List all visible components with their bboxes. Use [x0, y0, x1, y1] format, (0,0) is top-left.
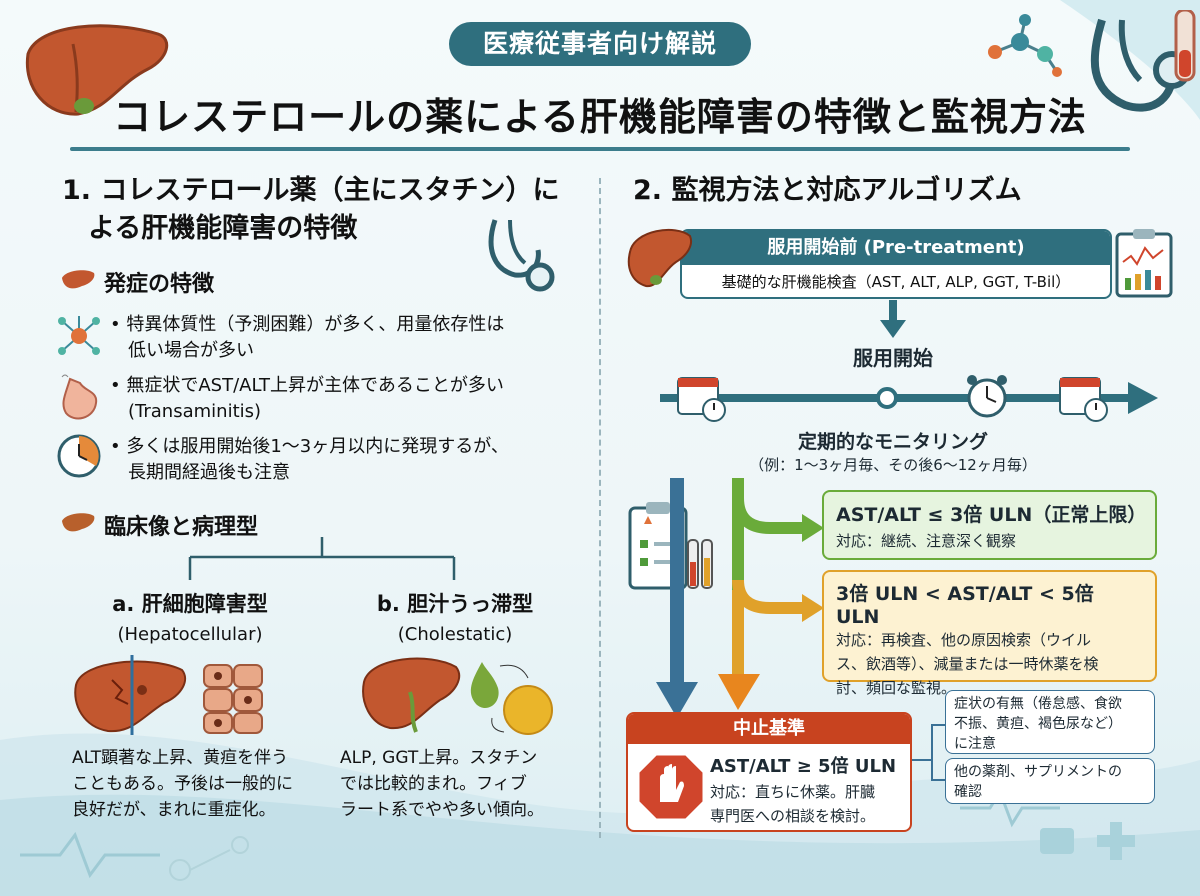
side-note-1-line3: に注意 [954, 736, 996, 752]
type-a-title: a. 肝細胞障害型 [112, 592, 268, 616]
pre-treatment-box: 服用開始前 (Pre-treatment) 基礎的な肝機能検査（AST, ALT… [680, 229, 1112, 299]
title-underline [70, 147, 1130, 151]
green-box-title: AST/ALT ≤ 3倍 ULN（正常上限） [836, 504, 1147, 526]
bullet-3: • 多くは服用開始後1〜3ヶ月以内に発現するが、 長期間経過後も注意 [110, 434, 590, 486]
liver-small-icon-2 [62, 513, 95, 532]
bullet-1-line2: 低い場合が多い [128, 340, 254, 361]
bullet-2-line2: (Transaminitis) [128, 401, 262, 422]
monitoring-sub: （例：1〜3ヶ月毎、その後6〜12ヶ月毎） [749, 456, 1037, 474]
stethoscope-icon [1090, 10, 1196, 112]
type-a-subtitle: (Hepatocellular) [117, 624, 263, 645]
side-note-2-line2: 確認 [954, 784, 982, 800]
green-box-body: 対応：継続、注意深く観察 [836, 532, 1017, 550]
cholestatic-illustration [362, 657, 553, 735]
left-heading-line2: よる肝機能障害の特徴 [88, 213, 358, 244]
bullet-1: • 特異体質性（予測困難）が多く、用量依存性は 低い場合が多い [110, 312, 580, 364]
bullet-3-line1: 多くは服用開始後1〜3ヶ月以内に発現するが、 [126, 436, 509, 457]
type-a-desc-line1: ALT顕著な上昇、黄疸を伴う [72, 748, 289, 768]
hepatocellular-illustration [74, 655, 263, 735]
yellow-result-box: 3倍 ULN < AST/ALT < 5倍 ULN 対応：再検査、他の原因検索（… [822, 570, 1157, 697]
start-label: 服用開始 [853, 346, 933, 370]
clinical-heading: 臨床像と病理型 [104, 515, 259, 540]
side-note-2-line1: 他の薬剤、サプリメントの [954, 764, 1122, 780]
liver-small-icon [62, 270, 95, 289]
type-a-header: a. 肝細胞障害型 (Hepatocellular) [80, 588, 300, 648]
network-icon [58, 316, 100, 355]
stop-box-body-2: 専門医への相談を検討。 [710, 807, 876, 825]
arrow-down-1 [880, 300, 906, 338]
flow-arrows [656, 478, 824, 718]
stomach-icon [61, 374, 98, 420]
type-b-header: b. 胆汁うっ滞型 (Cholestatic) [345, 588, 565, 648]
type-b-desc-line2: では比較的まれ。フィブ [340, 774, 527, 794]
type-b-description: ALP, GGT上昇。スタチン では比較的まれ。フィブ ラート系でやや多い傾向。 [340, 745, 580, 823]
side-note-1-line1: 症状の有無（倦怠感、食欲 [954, 696, 1122, 712]
side-note-drugs: 他の薬剤、サプリメントの 確認 [945, 758, 1155, 804]
type-b-title: b. 胆汁うっ滞型 [376, 592, 534, 616]
type-a-desc-line2: こともある。予後は一般的に [72, 774, 293, 794]
left-heading: 1. コレステロール薬（主にスタチン）に よる肝機能障害の特徴 [62, 172, 582, 248]
stop-box-content: AST/ALT ≥ 5倍 ULN 対応：直ちに休薬。肝臓 専門医への相談を検討。 [710, 752, 910, 828]
side-note-connector [912, 724, 948, 781]
type-a-desc-line3: 良好だが、まれに重症化。 [72, 800, 276, 820]
left-heading-line1: 1. コレステロール薬（主にスタチン）に [62, 175, 560, 206]
liver-icon [25, 24, 169, 116]
clipboard-chart-icon [1115, 229, 1173, 298]
bullet-1-line1: 特異体質性（予測困難）が多く、用量依存性は [126, 314, 505, 335]
molecule-icon [988, 14, 1062, 77]
stop-box-header: 中止基準 [628, 714, 910, 744]
stop-hand-icon [636, 752, 706, 822]
liver-icon-right [627, 229, 692, 288]
type-a-description: ALT顕著な上昇、黄疸を伴う こともある。予後は一般的に 良好だが、まれに重症化… [72, 745, 312, 823]
yellow-box-body-3: 討、頻回な監視。 [836, 679, 957, 697]
onset-heading: 発症の特徴 [104, 272, 215, 297]
bullet-2-line1: 無症状でAST/ALT上昇が主体であることが多い [126, 375, 504, 396]
stop-box-title: AST/ALT ≥ 5倍 ULN [710, 756, 897, 777]
clock-icon [57, 434, 101, 478]
side-note-1-line2: 不振、黄疸、褐色尿など） [954, 716, 1122, 732]
type-b-desc-line1: ALP, GGT上昇。スタチン [340, 748, 538, 768]
green-result-box: AST/ALT ≤ 3倍 ULN（正常上限） 対応：継続、注意深く観察 [822, 490, 1157, 560]
side-note-symptoms: 症状の有無（倦怠感、食欲 不振、黄疸、褐色尿など） に注意 [945, 690, 1155, 754]
page-title: コレステロールの薬による肝機能障害の特徴と監視方法 [113, 95, 1087, 139]
pre-treatment-body: 基礎的な肝機能検査（AST, ALT, ALP, GGT, T-Bil） [721, 273, 1071, 291]
type-tree-connector [188, 537, 456, 580]
stethoscope-small-icon [488, 219, 555, 292]
type-b-subtitle: (Cholestatic) [397, 624, 513, 645]
stop-box-body-1: 対応：直ちに休薬。肝臓 [710, 783, 876, 801]
pre-treatment-title: 服用開始前 (Pre-treatment) [682, 231, 1110, 265]
yellow-box-body-2: ス、飲酒等）、減量または一時休薬を検 [836, 655, 1099, 673]
yellow-box-body-1: 対応：再検査、他の原因検索（ウイル [836, 631, 1092, 649]
column-divider [599, 178, 601, 838]
yellow-box-title: 3倍 ULN < AST/ALT < 5倍 ULN [836, 583, 1094, 628]
bullet-2: • 無症状でAST/ALT上昇が主体であることが多い (Transaminiti… [110, 373, 590, 425]
audience-badge: 医療従事者向け解説 [449, 22, 751, 66]
bullet-3-line2: 長期間経過後も注意 [128, 462, 290, 483]
monitoring-timeline [660, 375, 1158, 422]
monitoring-label: 定期的なモニタリング [797, 431, 988, 453]
type-b-desc-line3: ラート系でやや多い傾向。 [340, 800, 544, 820]
right-heading: 2. 監視方法と対応アルゴリズム [633, 175, 1022, 206]
